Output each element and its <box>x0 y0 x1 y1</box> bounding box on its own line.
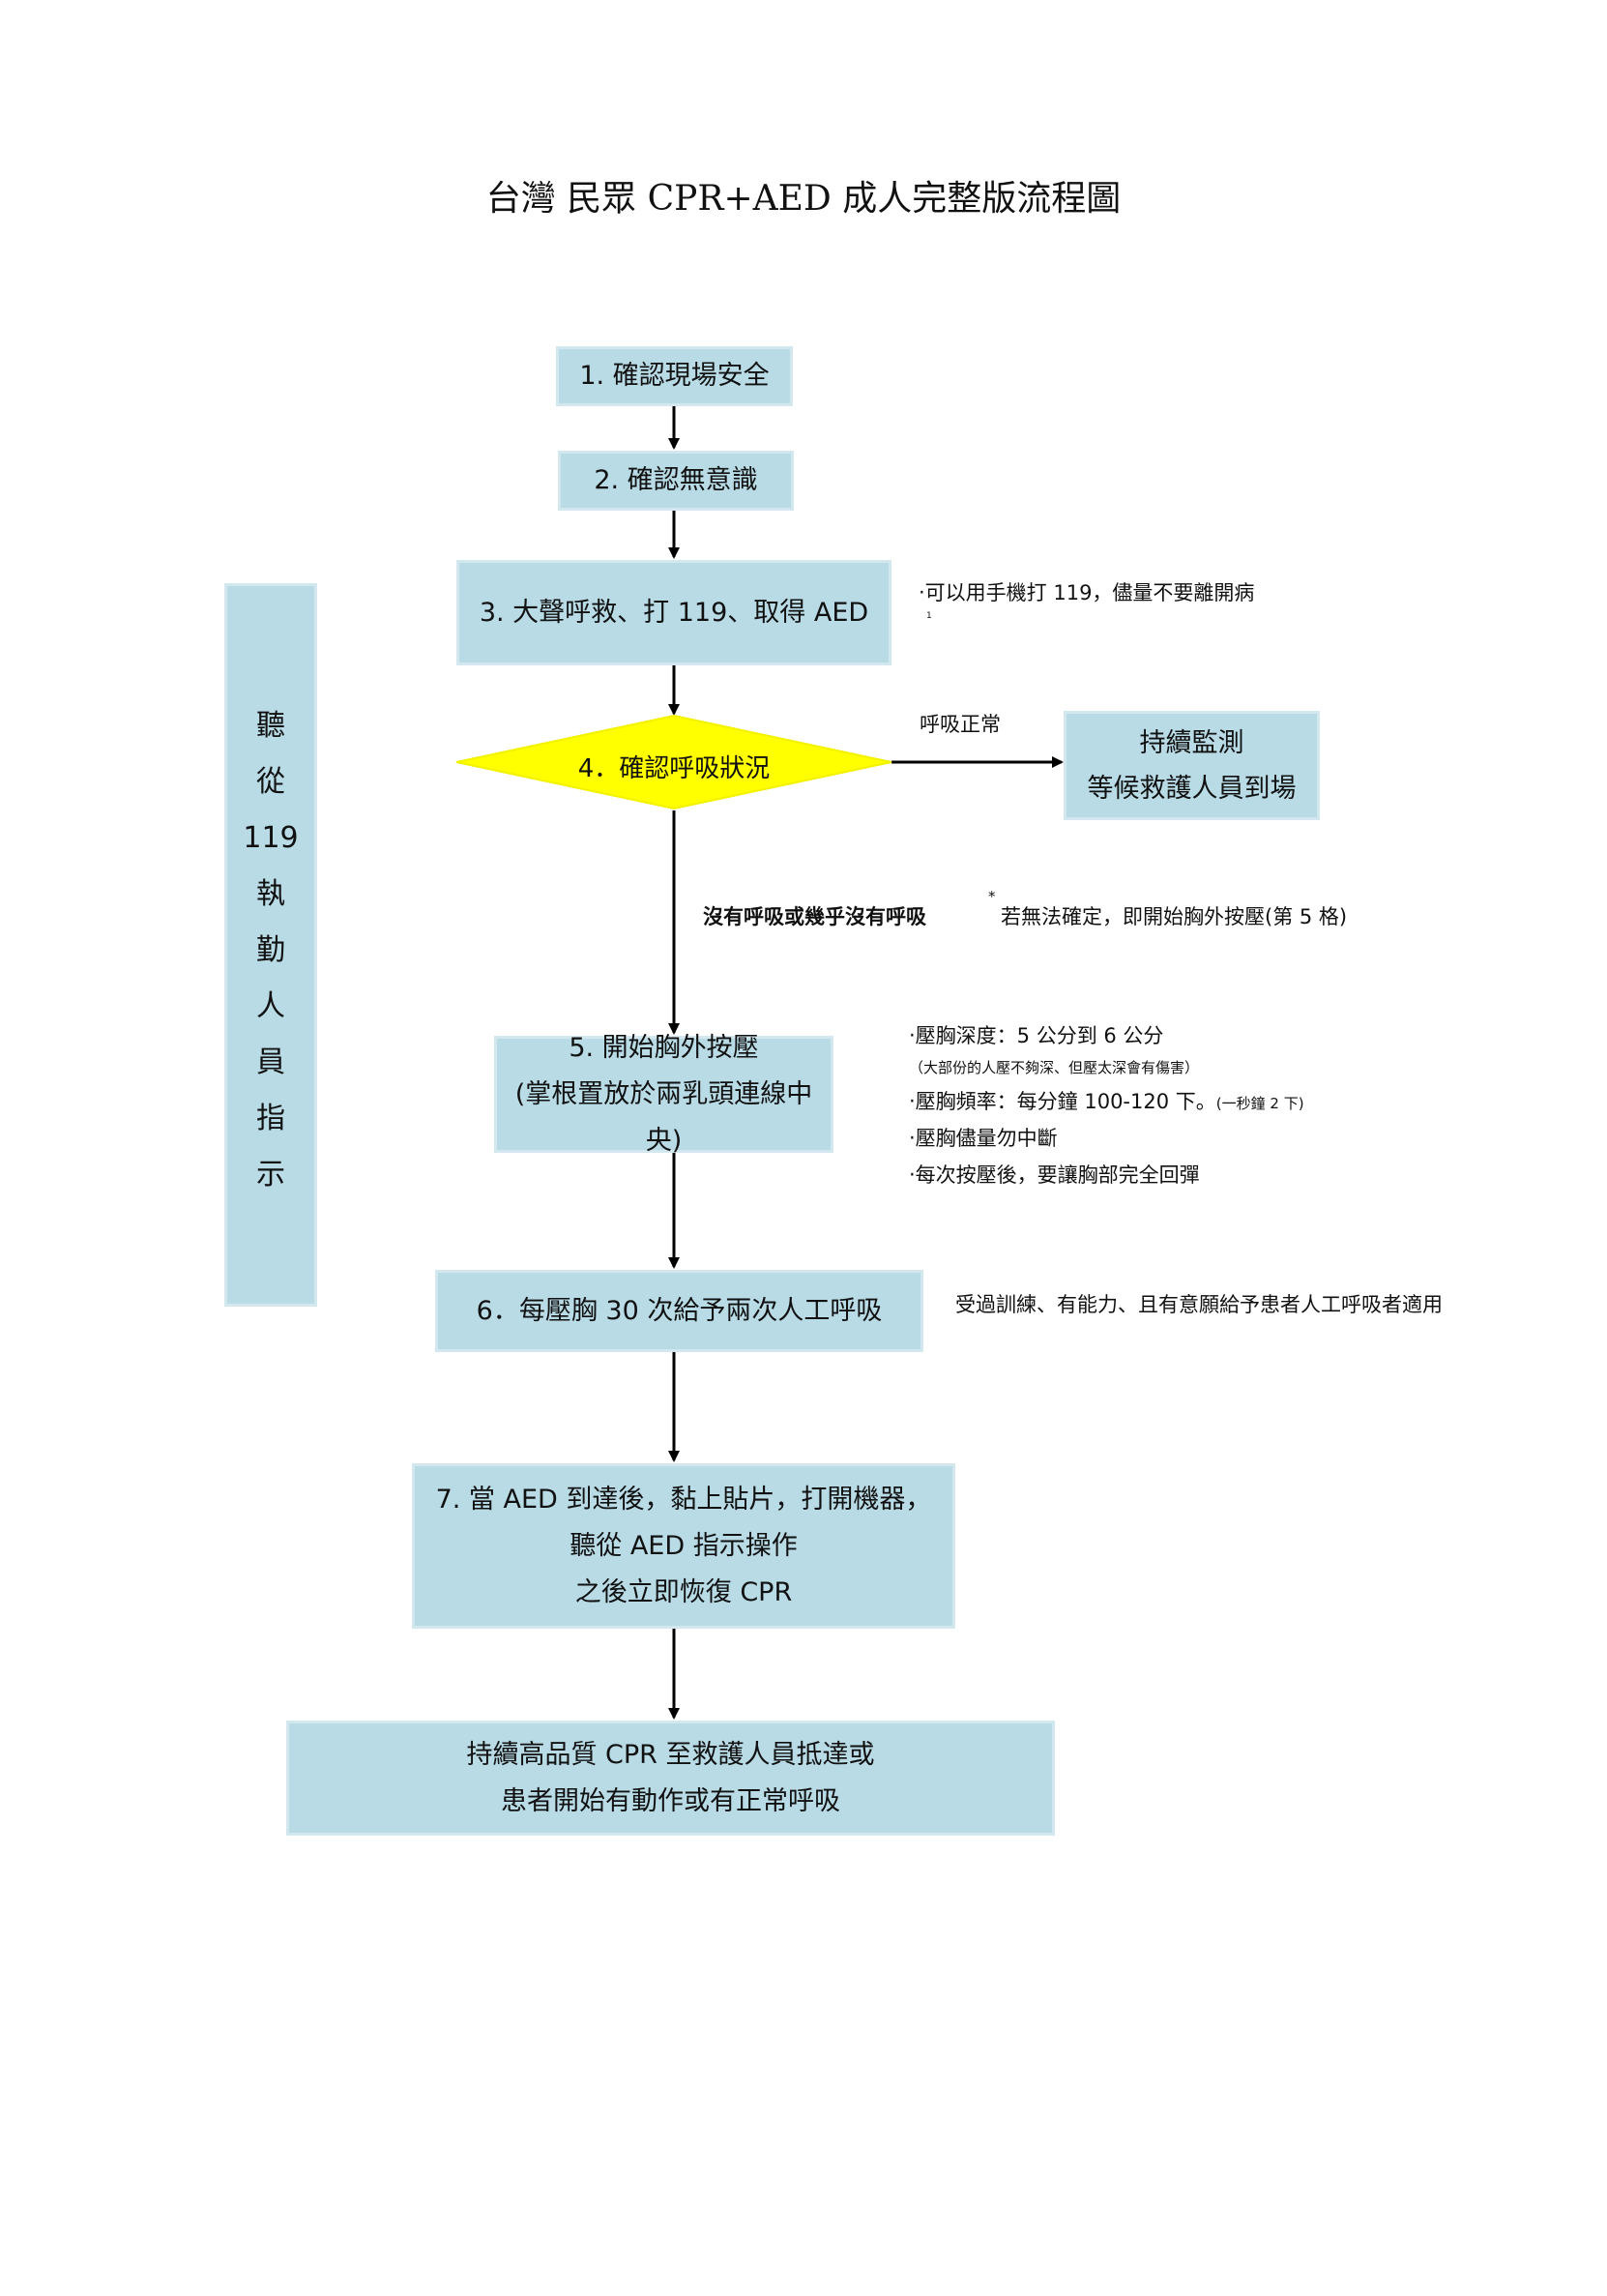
step4-decision-diamond <box>455 714 892 810</box>
compression-depth-subnote: （大部份的人壓不夠深、但壓太深會有傷害） <box>909 1059 1200 1076</box>
compression-rate-subnote: (一秒鐘 2 下) <box>1215 1095 1304 1112</box>
step1-box: 1. 確認現場安全 <box>556 346 793 406</box>
step1-label: 1. 確認現場安全 <box>579 361 770 391</box>
step5-label: 5. 開始胸外按壓 (掌根置放於兩乳頭連線中央) <box>514 1032 813 1156</box>
step2-label: 2. 確認無意識 <box>594 465 758 495</box>
no-breathing-label: 沒有呼吸或幾乎沒有呼吸 <box>703 905 926 928</box>
breathing-normal-label: 呼吸正常 <box>920 713 1001 736</box>
phone-note: ‧可以用手機打 119，儘量不要離開病 <box>919 581 1255 604</box>
final-step-box: 持續高品質 CPR 至救護人員抵達或 患者開始有動作或有正常呼吸 <box>286 1721 1055 1836</box>
step6-label: 6．每壓胸 30 次給予兩次人工呼吸 <box>476 1295 883 1326</box>
breathing-normal-text: 持續監測 等候救護人員到場 <box>1087 727 1297 804</box>
step5-box: 5. 開始胸外按壓 (掌根置放於兩乳頭連線中央) <box>494 1033 833 1156</box>
step4-label: 4．確認呼吸狀況 <box>577 753 771 783</box>
rescue-breath-note: 受過訓練、有能力、且有意願給予患者人工呼吸者適用 <box>955 1293 1443 1316</box>
step6-box: 6．每壓胸 30 次給予兩次人工呼吸 <box>435 1270 923 1352</box>
step2-box: 2. 確認無意識 <box>558 451 794 511</box>
side-instruction-text: 聽 從 119 執 勤 人 員 指 示 <box>243 709 299 1192</box>
step7-label: 7. 當 AED 到達後，黏上貼片，打開機器， 聽從 AED 指示操作 之後立即… <box>435 1484 932 1607</box>
step3-label: 3. 大聲呼救、打 119、取得 AED <box>479 597 869 628</box>
compression-depth-note: ‧壓胸深度：5 公分到 6 公分 <box>909 1024 1164 1047</box>
phone-note-mark: 1 <box>926 611 932 621</box>
compression-rate-text: ‧壓胸頻率：每分鐘 100-120 下。 <box>909 1090 1216 1113</box>
no-interrupt-note: ‧壓胸儘量勿中斷 <box>909 1127 1058 1150</box>
uncertain-asterisk: * <box>988 888 996 905</box>
compression-rate-note: ‧壓胸頻率：每分鐘 100-120 下。(一秒鐘 2 下) <box>909 1086 1304 1115</box>
uncertain-note: 若無法確定，即開始胸外按壓(第 5 格) <box>1001 905 1348 928</box>
final-step-label: 持續高品質 CPR 至救護人員抵達或 患者開始有動作或有正常呼吸 <box>466 1739 875 1816</box>
side-instruction-panel: 聽 從 119 執 勤 人 員 指 示 <box>224 583 317 1307</box>
step3-box: 3. 大聲呼救、打 119、取得 AED <box>456 560 891 665</box>
step7-box: 7. 當 AED 到達後，黏上貼片，打開機器， 聽從 AED 指示操作 之後立即… <box>412 1463 955 1629</box>
page-title: 台灣 民眾 CPR+AED 成人完整版流程圖 <box>485 179 1122 219</box>
breathing-normal-box: 持續監測 等候救護人員到場 <box>1064 711 1320 820</box>
recoil-note: ‧每次按壓後，要讓胸部完全回彈 <box>909 1163 1200 1187</box>
